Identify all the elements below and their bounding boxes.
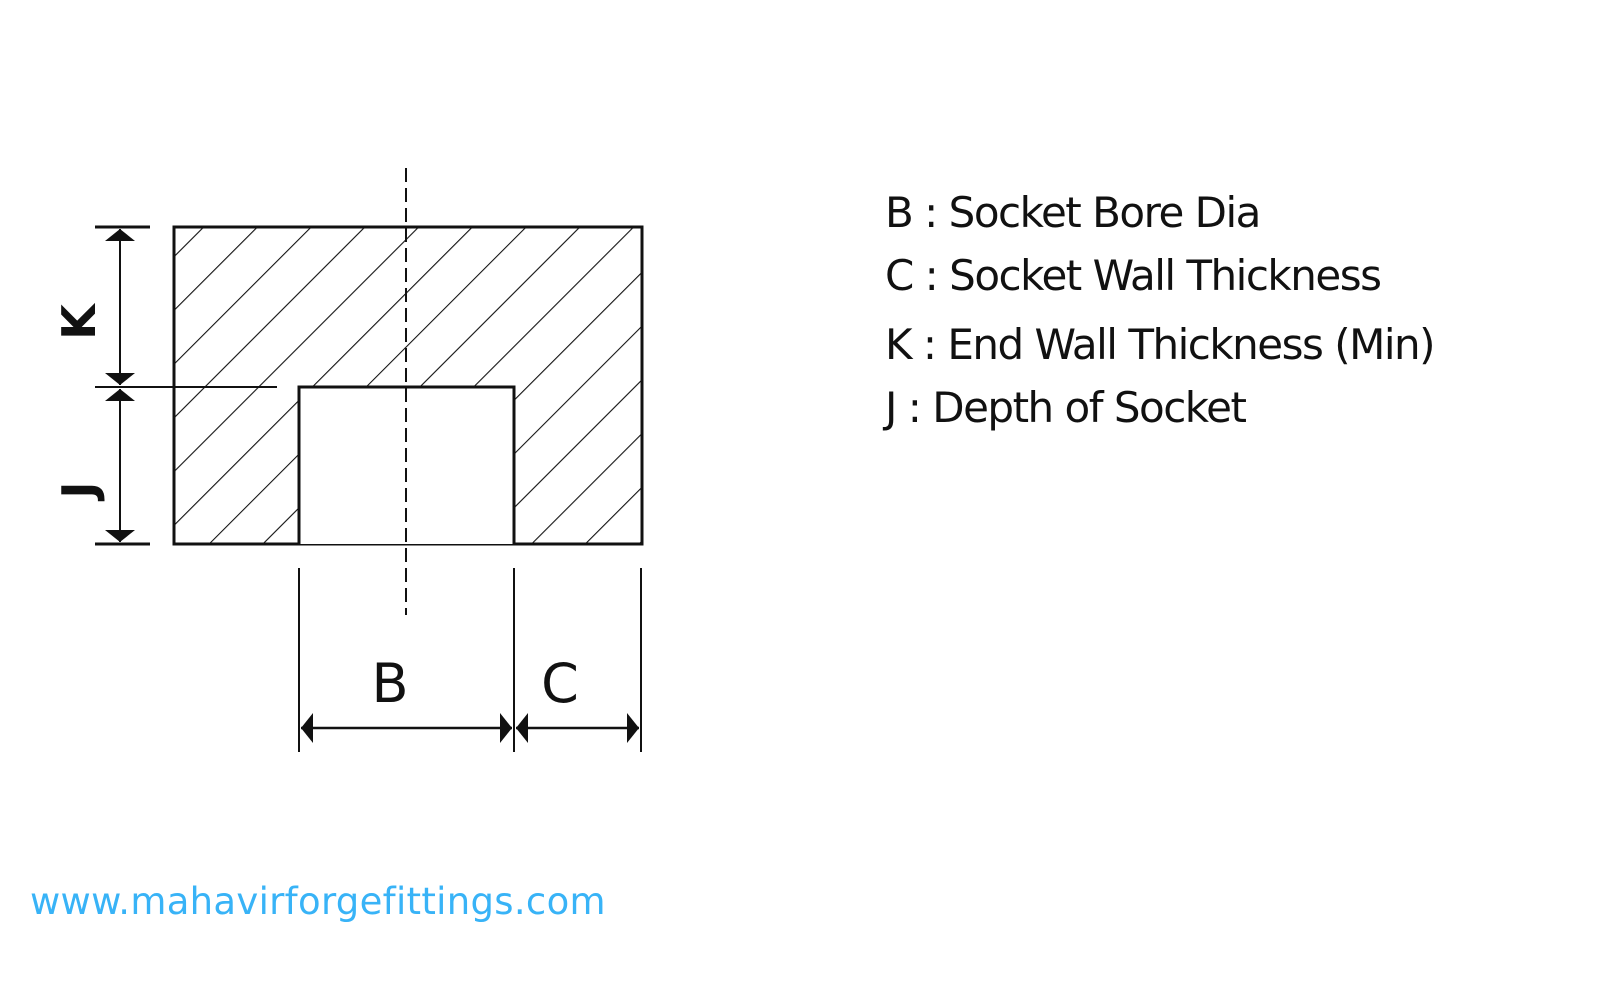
c-label: C [541,652,579,715]
socket-bore [297,385,516,544]
legend-item-j: J : Depth of Socket [885,383,1247,432]
dimension-legend: B : Socket Bore Dia C : Socket Wall Thic… [885,185,1436,443]
j-label: J [52,481,106,501]
legend-item-b: B : Socket Bore Dia [885,188,1261,237]
legend-item-c: C : Socket Wall Thickness [885,251,1382,300]
legend-item-k: K : End Wall Thickness (Min) [885,320,1436,369]
b-label: B [371,652,408,715]
k-label: K [52,302,106,340]
website-link[interactable]: www.mahavirforgefittings.com [30,880,606,923]
